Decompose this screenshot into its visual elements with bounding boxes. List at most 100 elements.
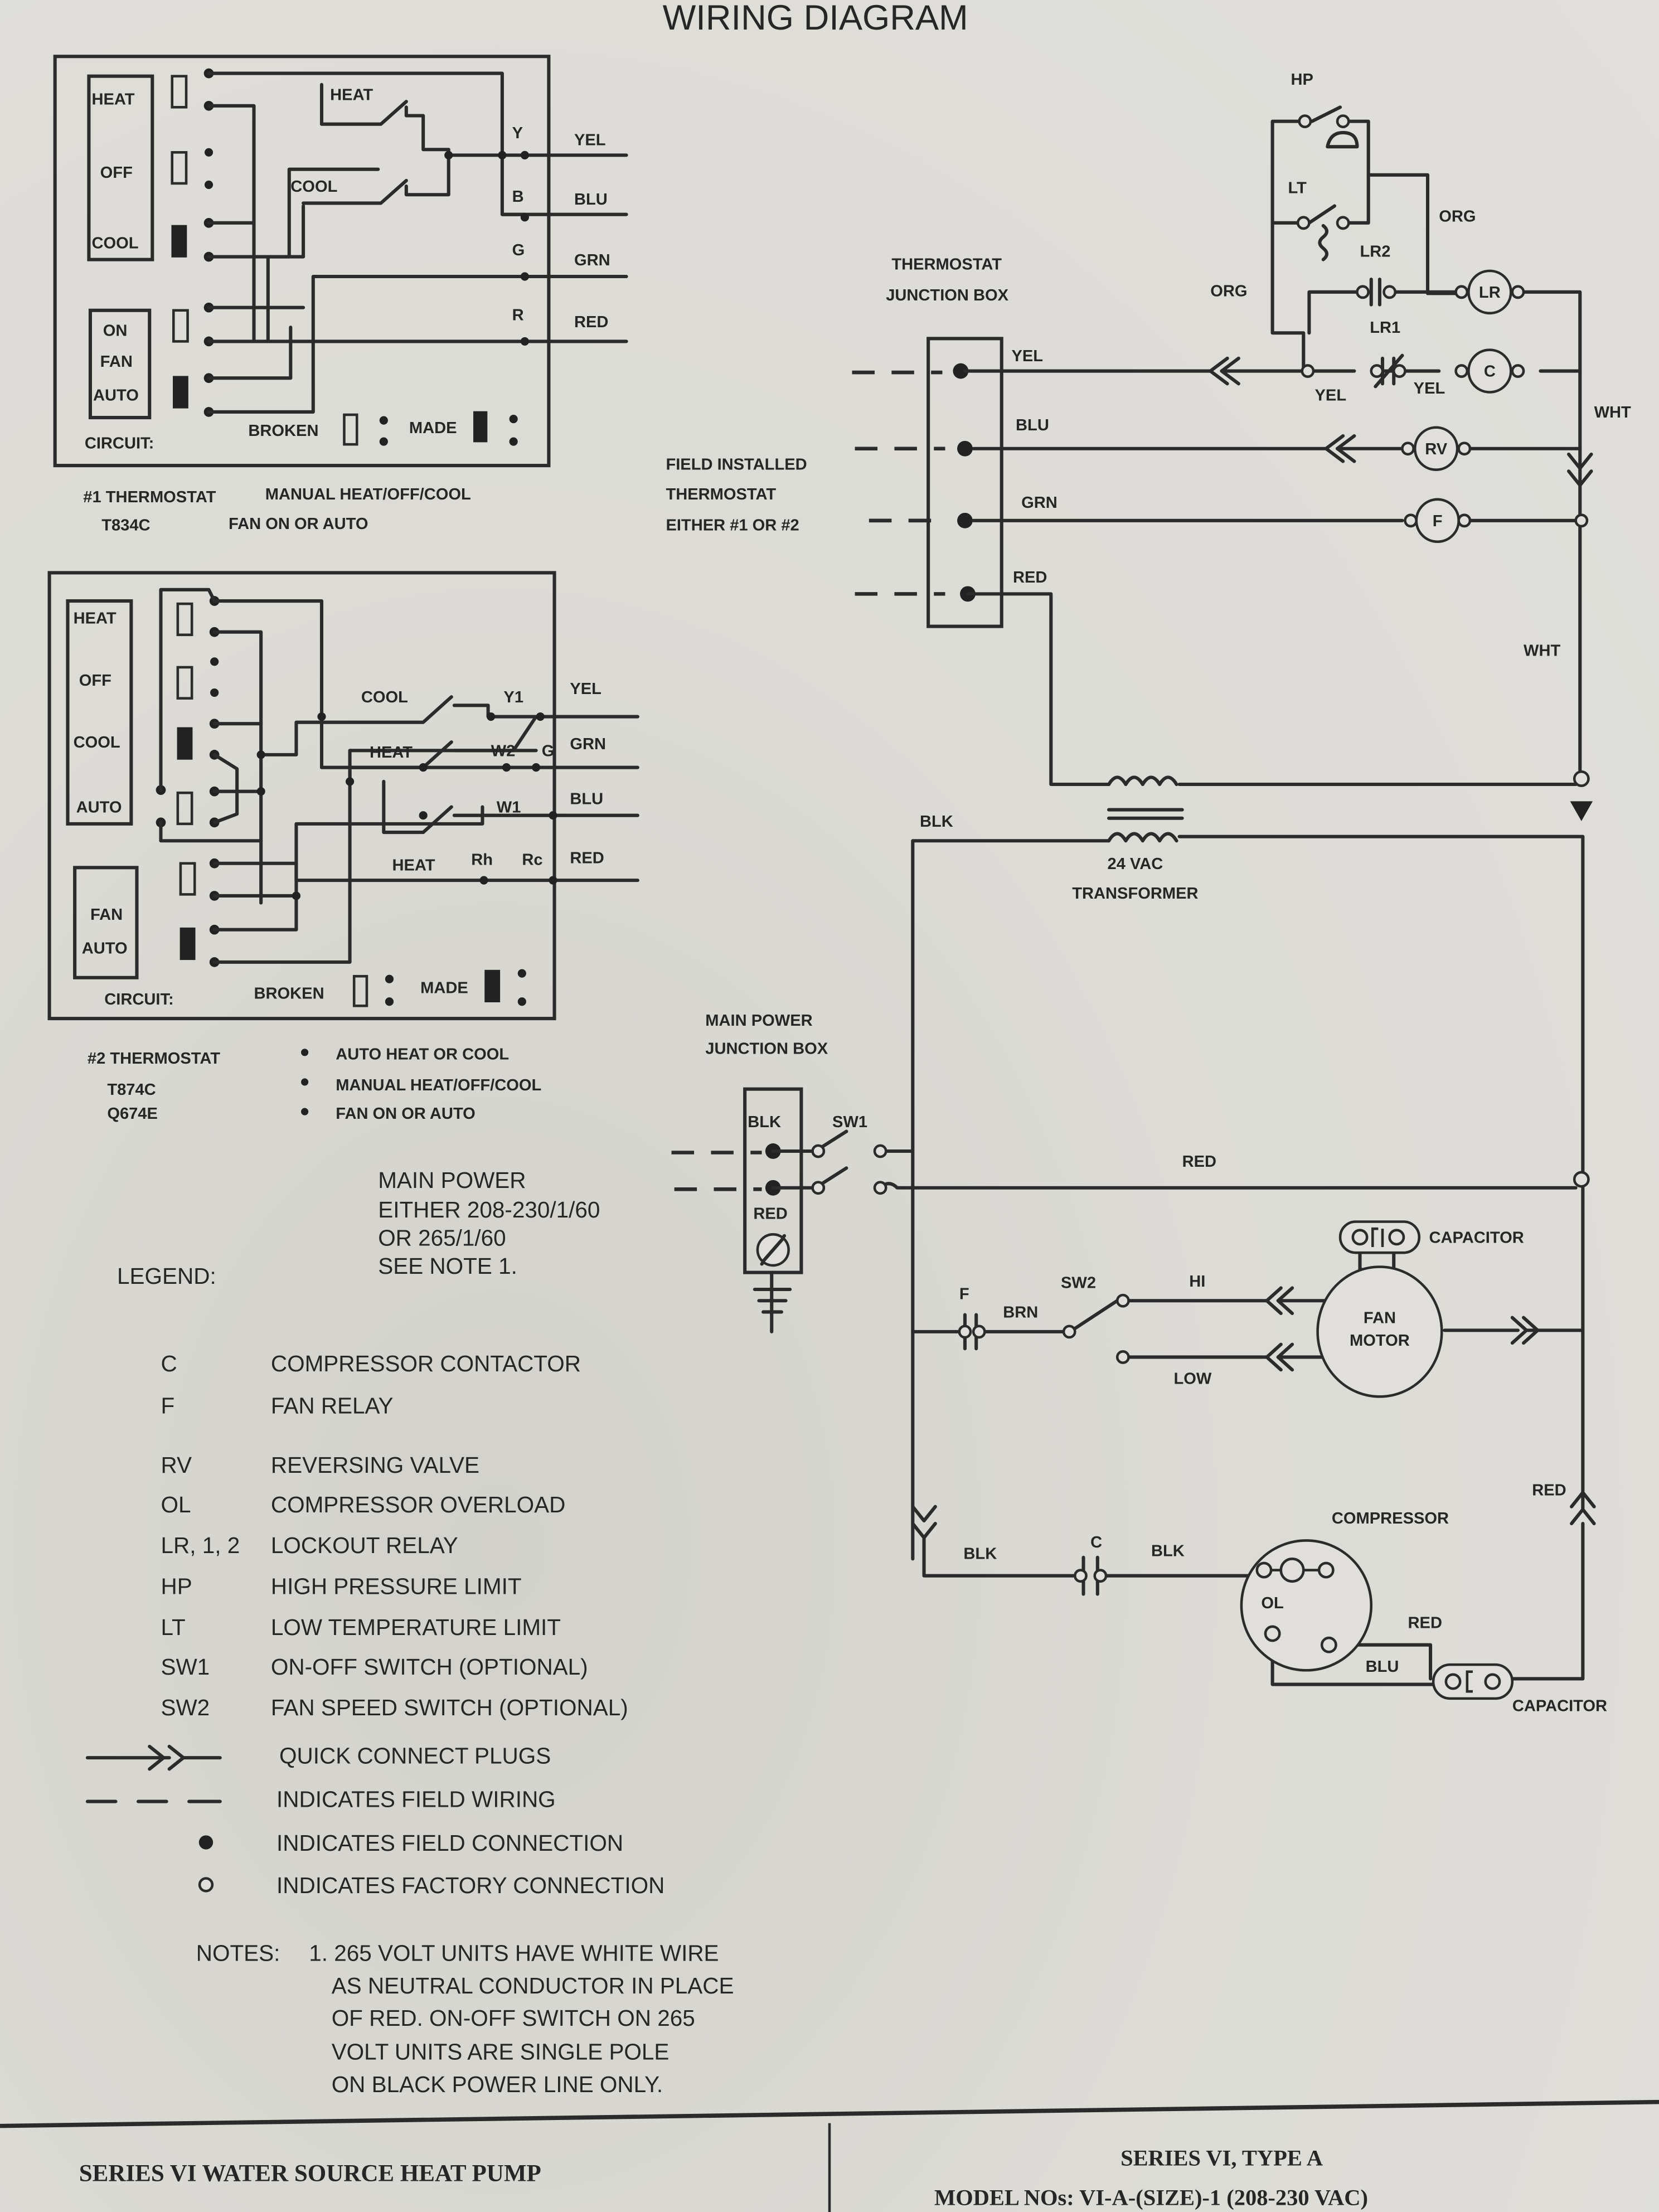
transformer-voltage: 24 VAC bbox=[1108, 855, 1163, 873]
terminal-r: R bbox=[512, 306, 524, 324]
terminal-b: B bbox=[512, 188, 524, 206]
compressor-capacitor-icon bbox=[1432, 1663, 1514, 1700]
thermostat-2-panel: HEAT OFF COOL AUTO FAN AUTO bbox=[47, 571, 639, 1123]
wht-label-mid: WHT bbox=[1524, 642, 1560, 660]
terminal-w1: W1 bbox=[497, 799, 521, 817]
mode-label-heat: HEAT bbox=[91, 90, 134, 108]
hp-label: HP bbox=[1291, 71, 1313, 89]
fan-motor-label: FAN bbox=[1364, 1309, 1396, 1327]
coil-lr-label: LR bbox=[1479, 284, 1501, 302]
junction-wire-grn: GRN bbox=[1021, 494, 1058, 512]
thermostat-2-feature-fan: FAN ON OR AUTO bbox=[336, 1105, 476, 1123]
transformer-label: TRANSFORMER bbox=[1072, 885, 1198, 903]
hi-label: HI bbox=[1189, 1273, 1205, 1291]
coil-rv-icon bbox=[1413, 426, 1459, 471]
thermostat-1-wiring bbox=[207, 71, 628, 414]
control-circuit: LR C RV F HP LT LR2 LR1 ORG ORG YEL YEL … bbox=[963, 71, 1631, 821]
mode-switch-heat bbox=[176, 602, 193, 637]
terminal-g: G bbox=[542, 742, 555, 760]
terminal-y1: Y1 bbox=[503, 688, 523, 706]
terminal-y: Y bbox=[512, 124, 523, 142]
thermostat-1-contacts bbox=[203, 68, 214, 417]
field-connection-grn bbox=[957, 512, 973, 528]
red-label-a: RED bbox=[1532, 1481, 1566, 1499]
legend-code: SW2 bbox=[161, 1695, 210, 1720]
wire-label-red: RED bbox=[570, 850, 604, 867]
mode-label-off: OFF bbox=[100, 164, 133, 182]
contactor-label: C bbox=[1090, 1534, 1102, 1551]
legend-heading: LEGEND: bbox=[117, 1263, 216, 1289]
mode-switch-cool bbox=[177, 727, 193, 760]
coil-c-icon bbox=[1467, 348, 1512, 394]
junction-blk-label: BLK bbox=[748, 1113, 781, 1131]
wire-label-grn: GRN bbox=[570, 735, 606, 753]
thermostat-2-caption: #2 THERMOSTAT bbox=[88, 1050, 220, 1068]
thermostat-2-model-1: T874C bbox=[107, 1081, 156, 1099]
thermostat-1-caption-fan: FAN ON OR AUTO bbox=[229, 515, 368, 533]
legend-code: HP bbox=[161, 1574, 192, 1599]
legend-code: LT bbox=[161, 1614, 185, 1640]
legend-desc: COMPRESSOR CONTACTOR bbox=[271, 1351, 581, 1376]
thermostat-2-model-2: Q674E bbox=[107, 1105, 158, 1123]
field-connection-icon bbox=[198, 1835, 214, 1850]
mode-switch-off bbox=[176, 666, 193, 700]
fan-switch-auto bbox=[180, 927, 196, 961]
thermostat-1-panel: HEAT OFF COOL ON FAN AUTO bbox=[53, 55, 628, 535]
main-power-note-line: EITHER 208-230/1/60 bbox=[378, 1197, 600, 1223]
thermostat-2-contacts bbox=[156, 596, 220, 967]
circuit-label: CIRCUIT: bbox=[85, 435, 154, 453]
wire-label-yel: YEL bbox=[574, 132, 606, 149]
ground-arrow-icon bbox=[1570, 801, 1593, 821]
terminal-w2: W2 bbox=[491, 742, 516, 760]
broken-label: BROKEN bbox=[254, 985, 324, 1003]
note-line: ON BLACK POWER LINE ONLY. bbox=[332, 2072, 663, 2097]
main-power-note-line: OR 265/1/60 bbox=[378, 1225, 506, 1251]
page-title: WIRING DIAGRAM bbox=[663, 0, 968, 37]
thermostat-1-model: T834C bbox=[101, 517, 150, 535]
lt-label: LT bbox=[1288, 180, 1307, 197]
low-label: LOW bbox=[1173, 1370, 1211, 1388]
junction-wire-red: RED bbox=[1013, 569, 1047, 586]
wire-label-red: RED bbox=[574, 313, 608, 331]
note-line: OF RED. ON-OFF SWITCH ON 265 bbox=[332, 2005, 695, 2031]
quick-connect-icon bbox=[85, 1744, 222, 1771]
title-block-product: SERIES VI WATER SOURCE HEAT PUMP bbox=[79, 2160, 541, 2186]
note-line: AS NEUTRAL CONDUCTOR IN PLACE bbox=[332, 1973, 734, 1998]
red-label-b: RED bbox=[1408, 1614, 1442, 1632]
legend-desc: COMPRESSOR OVERLOAD bbox=[271, 1492, 565, 1517]
note-line: VOLT UNITS ARE SINGLE POLE bbox=[332, 2039, 670, 2065]
coil-f-icon bbox=[1415, 498, 1460, 544]
junction-wire-yel: YEL bbox=[1011, 347, 1043, 365]
junction-red-label: RED bbox=[753, 1205, 787, 1223]
thermostat-2-feature-auto: AUTO HEAT OR COOL bbox=[336, 1045, 509, 1063]
fan-label-fan: FAN bbox=[90, 906, 123, 924]
legend-desc: HIGH PRESSURE LIMIT bbox=[271, 1574, 522, 1599]
title-block-series: SERIES VI, TYPE A bbox=[1120, 2145, 1323, 2170]
made-indicator bbox=[484, 969, 501, 1002]
note-line: 1. 265 VOLT UNITS HAVE WHITE WIRE bbox=[309, 1941, 719, 1966]
brn-label: BRN bbox=[1003, 1304, 1038, 1322]
mode-switch-cool bbox=[171, 225, 187, 258]
mode-label-cool: COOL bbox=[91, 234, 138, 252]
title-block-model: MODEL NOs: VI-A-(SIZE)-1 (208-230 VAC) bbox=[934, 2185, 1368, 2210]
fan-circuit: FAN MOTOR CAPACITOR F BRN SW2 HI LOW bbox=[911, 1220, 1585, 1398]
yel-label-a: YEL bbox=[1315, 387, 1347, 405]
circuit-label: CIRCUIT: bbox=[104, 991, 173, 1008]
field-connection-blu bbox=[957, 440, 973, 457]
terminal-g: G bbox=[512, 241, 525, 259]
mode-switch-heat bbox=[171, 75, 188, 109]
legend-desc: REVERSING VALVE bbox=[271, 1452, 479, 1478]
thermostat-junction-title: THERMOSTAT bbox=[891, 255, 1002, 273]
mode-label-off: OFF bbox=[79, 672, 111, 690]
mode-label-cool: COOL bbox=[74, 734, 120, 751]
thermostat-1-frame bbox=[53, 55, 551, 468]
fan-motor-icon bbox=[1316, 1265, 1443, 1398]
mode-selector-box bbox=[87, 74, 154, 261]
broken-indicator bbox=[352, 974, 368, 1007]
red-wire-label: RED bbox=[1182, 1153, 1216, 1171]
thermostat-junction-box: THERMOSTAT JUNCTION BOX YEL BLU GRN RED bbox=[852, 255, 1058, 628]
fan-label-on: ON bbox=[103, 322, 128, 339]
junction-wire-blu: BLU bbox=[1016, 416, 1049, 434]
